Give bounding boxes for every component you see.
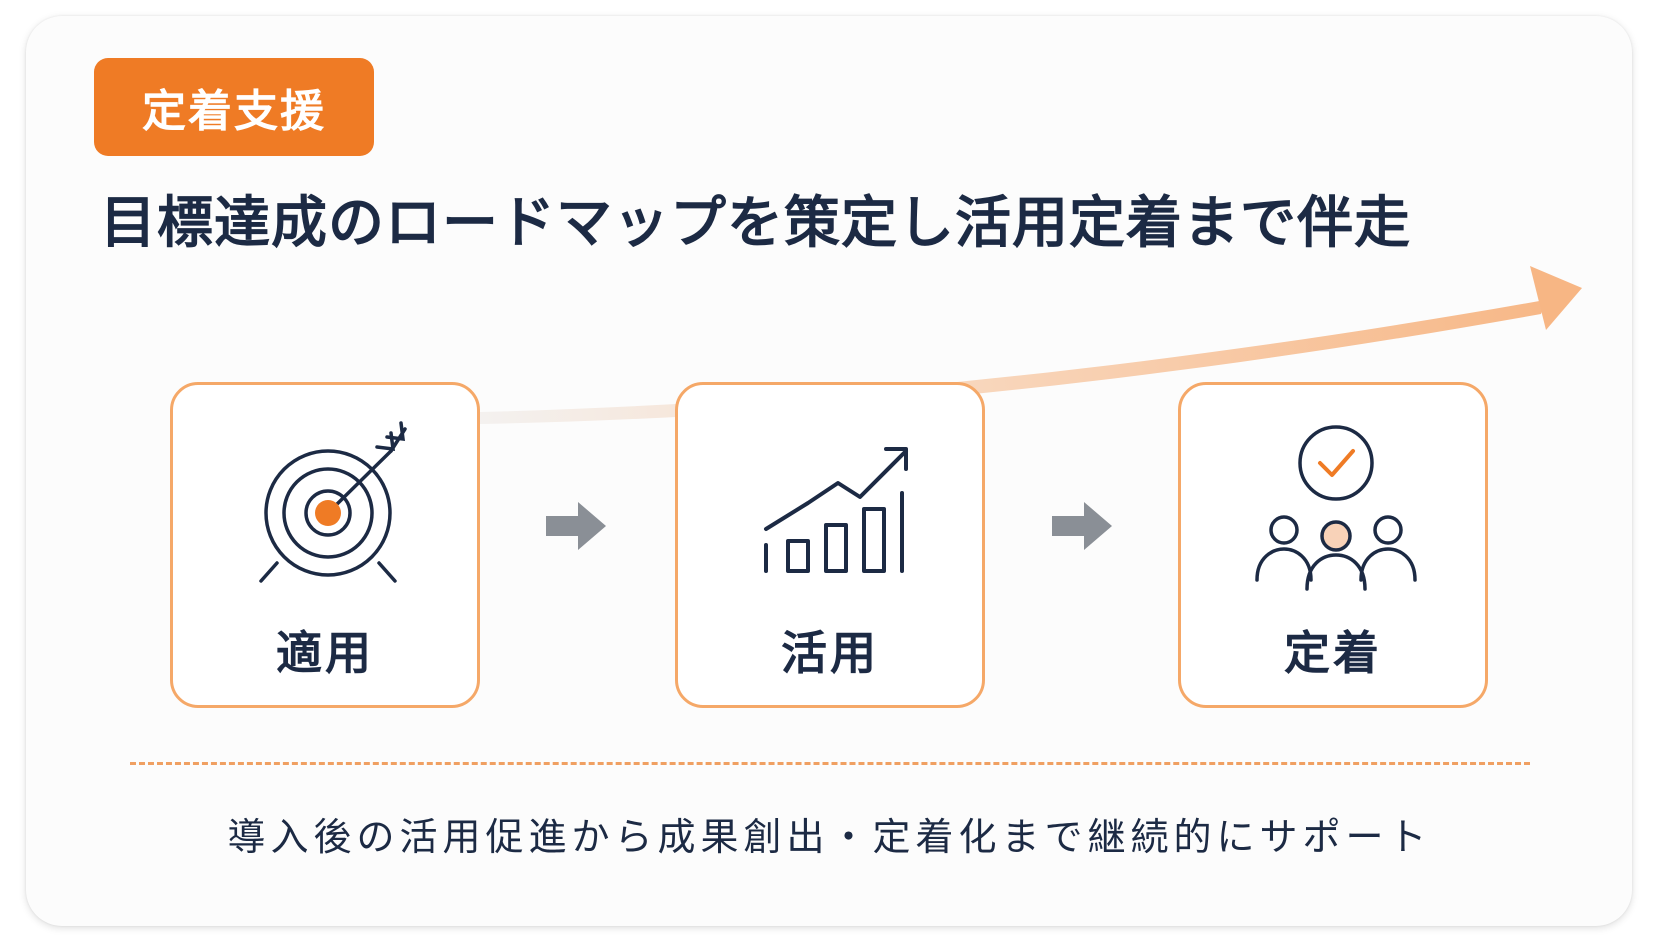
right-arrow-icon <box>1052 502 1112 550</box>
step-card-apply: 適用 <box>170 382 480 708</box>
right-arrow-icon <box>546 502 606 550</box>
step-label-apply: 適用 <box>276 626 374 680</box>
target-icon <box>259 421 407 583</box>
page-title: 目標達成のロードマップを策定し活用定着まで伴走 <box>100 191 1411 256</box>
step-card-utilize: 活用 <box>675 382 985 708</box>
category-badge: 定着支援 <box>94 58 374 156</box>
step-label-establish: 定着 <box>1284 626 1382 680</box>
footer-caption: 導入後の活用促進から成果創出・定着化まで継続的にサポート <box>227 815 1432 859</box>
step-card-establish: 定着 <box>1178 382 1488 708</box>
growth-chart-icon <box>764 447 908 573</box>
step-label-utilize: 活用 <box>781 626 879 680</box>
dashed-divider <box>130 762 1530 765</box>
team-check-icon <box>1255 425 1417 591</box>
